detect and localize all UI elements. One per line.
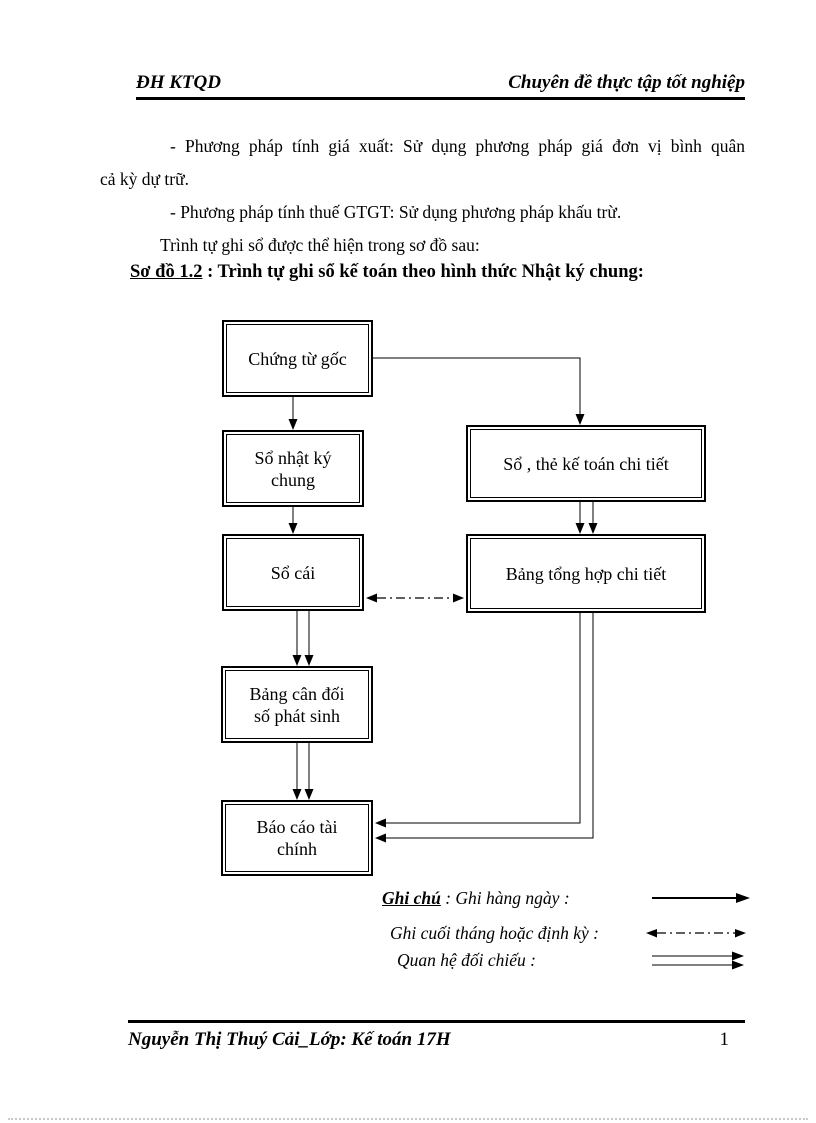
caption-number: Sơ đồ 1.2 — [130, 262, 203, 282]
node-bao-cao-tai-chinh: Báo cáo tài chính — [221, 800, 373, 876]
legend-arrow-monthly — [646, 929, 746, 938]
node-label: Báo cáo tài chính — [225, 804, 369, 872]
edge-nhatky-to-socai — [288, 507, 298, 534]
node-chung-tu-goc: Chứng từ gốc — [222, 320, 373, 397]
header-title: Chuyên đề thực tập tốt nghiệp — [508, 72, 745, 93]
header-school: ĐH KTQD — [136, 72, 221, 93]
legend-separator: : — [440, 888, 456, 908]
page-header: ĐH KTQD Chuyên đề thực tập tốt nghiệp — [136, 72, 745, 100]
edge-socai-to-cando — [292, 611, 314, 666]
edge-socai-tonghop-dashdot — [366, 593, 464, 603]
node-label: Sổ cái — [226, 538, 360, 607]
node-bang-can-doi-so-phat-sinh: Bảng cân đối số phát sinh — [221, 666, 373, 743]
edge-cando-to-baocao — [292, 743, 314, 800]
legend-item-label: Ghi hàng ngày : — [455, 888, 570, 908]
node-label: Sổ , thẻ kế toán chi tiết — [470, 429, 702, 498]
legend-row-reconcile: Quan hệ đối chiếu : — [397, 948, 536, 972]
node-label: Bảng tổng hợp chi tiết — [470, 538, 702, 609]
paragraph-line: - Phương pháp tính thuế GTGT: Sử dụng ph… — [170, 202, 622, 222]
legend-item-label: Ghi cuối tháng hoặc định kỳ : — [390, 923, 599, 943]
scan-artifact-dotted-line — [8, 1118, 808, 1120]
legend-row-monthly: Ghi cuối tháng hoặc định kỳ : — [390, 921, 599, 945]
edge-sothe-to-tonghop — [575, 502, 598, 534]
node-label: Chứng từ gốc — [226, 324, 369, 393]
legend-item-label: Quan hệ đối chiếu : — [397, 950, 536, 970]
caption-text: Trình tự ghi sổ kế toán theo hình thức N… — [217, 262, 644, 282]
node-label: Sổ nhật ký chung — [226, 434, 360, 503]
node-bang-tong-hop-chi-tiet: Bảng tổng hợp chi tiết — [466, 534, 706, 613]
paragraph-line: cả kỳ dự trữ. — [100, 169, 189, 189]
caption-separator: : — [202, 262, 218, 282]
body-text: - Phương pháp tính giá xuất: Sử dụng phư… — [100, 130, 745, 289]
node-so-cai: Sổ cái — [222, 534, 364, 611]
paragraph-line: - Phương pháp tính giá xuất: Sử dụng phư… — [170, 136, 745, 156]
footer-author: Nguyễn Thị Thuý Cải_Lớp: Kế toán 17H — [128, 1029, 451, 1050]
node-label: Bảng cân đối số phát sinh — [225, 670, 369, 739]
node-so-the-ke-toan-chi-tiet: Sổ , thẻ kế toán chi tiết — [466, 425, 706, 502]
edge-tonghop-to-baocao — [375, 613, 594, 843]
edge-chungtu-to-sothe — [373, 357, 585, 425]
edge-chungtu-to-nhatky — [288, 397, 298, 430]
page-footer: Nguyễn Thị Thuý Cải_Lớp: Kế toán 17H 1 — [128, 1020, 745, 1051]
node-so-nhat-ky-chung: Sổ nhật ký chung — [222, 430, 364, 507]
legend-arrow-reconcile — [652, 951, 744, 970]
page-number: 1 — [719, 1029, 730, 1050]
legend-title: Ghi chú — [382, 888, 441, 908]
legend-arrow-daily — [652, 893, 750, 903]
diagram-caption: Sơ đồ 1.2 : Trình tự ghi sổ kế toán theo… — [130, 256, 745, 289]
legend-row-daily: Ghi chú : Ghi hàng ngày : — [382, 886, 570, 910]
paragraph-line: Trình tự ghi sổ được thể hiện trong sơ đ… — [160, 235, 480, 255]
